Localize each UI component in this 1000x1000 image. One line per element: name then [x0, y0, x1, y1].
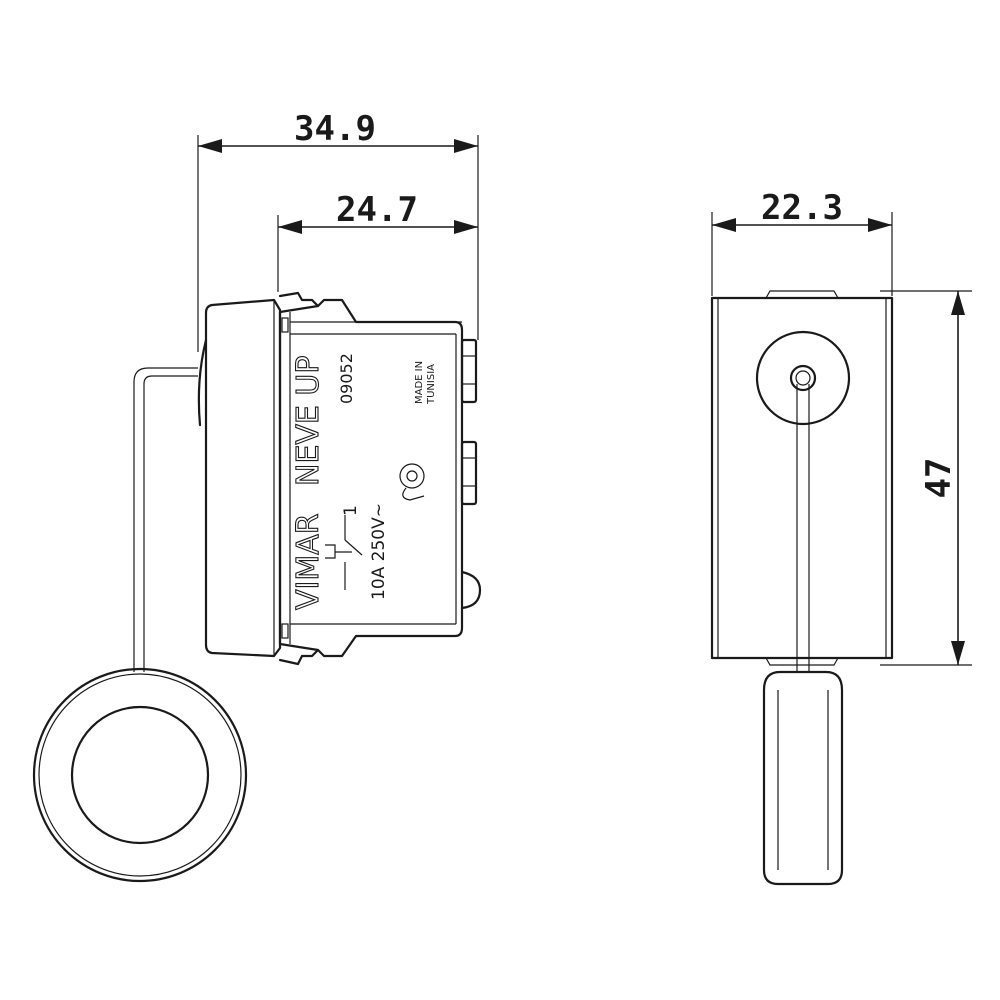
cord-grommet: [755, 330, 851, 426]
front-face: [710, 296, 894, 660]
dimension-body-depth: 24.7: [277, 190, 478, 292]
terminal-lower: [460, 440, 478, 506]
pull-cord-side: [32, 367, 248, 883]
terminal-upper: [460, 338, 478, 404]
side-view: VIMAR NEVE UP 09052 10A 250V~ MADE IN TU…: [197, 291, 482, 666]
origin-label-line2: TUNISIA: [426, 364, 437, 405]
pull-ring-outer: [32, 667, 248, 883]
dimension-height: 47: [880, 290, 972, 666]
switch-symbol: [325, 515, 363, 590]
certification-mark-icon: [399, 463, 425, 501]
dimension-width: 22.3: [711, 188, 893, 296]
dimension-label-width: 22.3: [761, 188, 843, 228]
front-cap: [204, 298, 282, 658]
dimension-label-overall-depth: 34.9: [294, 109, 376, 149]
dimension-label-height: 47: [919, 458, 959, 499]
front-view: [710, 290, 894, 886]
series-label: NEVE UP: [291, 356, 326, 486]
contact-label: 1: [341, 505, 361, 516]
rating-label: 10A 250V~: [369, 503, 389, 600]
pull-ring-edge-view: [762, 670, 844, 886]
pull-ring-inner: [70, 705, 210, 845]
dimension-label-body-depth: 24.7: [336, 190, 418, 230]
code-label: 09052: [337, 353, 356, 404]
brand-label: VIMAR: [291, 513, 326, 610]
dimension-overall-depth: 34.9: [197, 109, 479, 352]
origin-label-line1: MADE IN: [414, 361, 425, 404]
